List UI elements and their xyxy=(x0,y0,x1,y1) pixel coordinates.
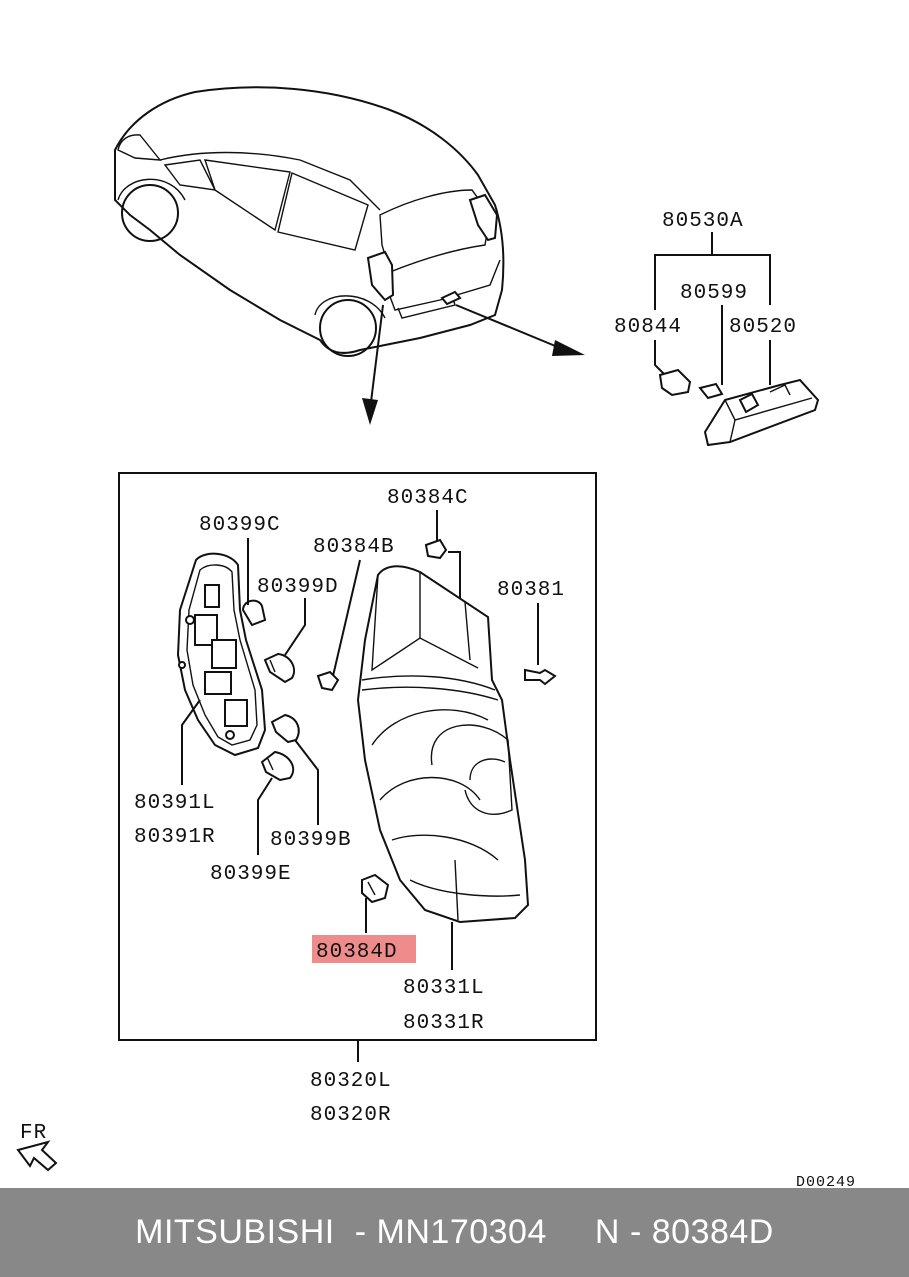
label-80844: 80844 xyxy=(614,316,682,339)
label-80391L: 80391L xyxy=(134,792,216,815)
bulbs-drawing xyxy=(241,599,300,782)
label-80331L: 80331L xyxy=(403,977,485,1000)
footer-bar: MITSUBISHI - MN170304 N - 80384D xyxy=(0,1188,909,1277)
label-80391R: 80391R xyxy=(134,826,216,849)
parts-diagram: 80530A 80599 80844 80520 xyxy=(16,86,856,1188)
footer-code: 80384D xyxy=(651,1213,774,1251)
footer-dash: - xyxy=(354,1213,367,1251)
clip-d-icon xyxy=(361,873,390,904)
label-80384B: 80384B xyxy=(313,536,395,559)
label-80530A: 80530A xyxy=(662,210,744,233)
label-80384C: 80384C xyxy=(387,487,469,510)
screw-icon xyxy=(524,668,557,686)
label-80520: 80520 xyxy=(729,316,797,339)
bulb-holder-drawing xyxy=(176,552,267,757)
label-80399D: 80399D xyxy=(257,576,339,599)
highlight-80384D xyxy=(312,935,416,963)
label-80384D[interactable]: 80384D xyxy=(316,941,398,964)
clip-c-icon xyxy=(424,538,448,560)
label-80399E: 80399E xyxy=(210,863,292,886)
front-marker-label: FR xyxy=(20,1122,47,1145)
leaders-left xyxy=(181,538,319,855)
footer-code-prefix: N xyxy=(594,1213,620,1251)
footer-brand: MITSUBISHI xyxy=(135,1213,335,1251)
diagram-id: D00249 xyxy=(796,1174,856,1188)
front-arrow-icon xyxy=(16,1140,58,1172)
label-80331R: 80331R xyxy=(403,1012,485,1035)
socket-icon xyxy=(658,368,692,397)
label-80381: 80381 xyxy=(497,579,565,602)
label-80399B: 80399B xyxy=(270,829,352,852)
label-80320R: 80320R xyxy=(310,1104,392,1127)
label-80399C: 80399C xyxy=(199,514,281,537)
wedge-bulb-icon xyxy=(698,382,724,400)
lens-drawing xyxy=(356,565,530,924)
car-illustration xyxy=(114,86,585,425)
footer-part-number: MN170304 xyxy=(376,1213,547,1251)
clip-b-icon xyxy=(316,670,340,692)
label-80599: 80599 xyxy=(680,282,748,305)
label-80320L: 80320L xyxy=(310,1070,392,1093)
footer-dash-2: - xyxy=(629,1213,642,1251)
license-lamp-group: 80530A 80599 80844 80520 xyxy=(614,210,820,447)
